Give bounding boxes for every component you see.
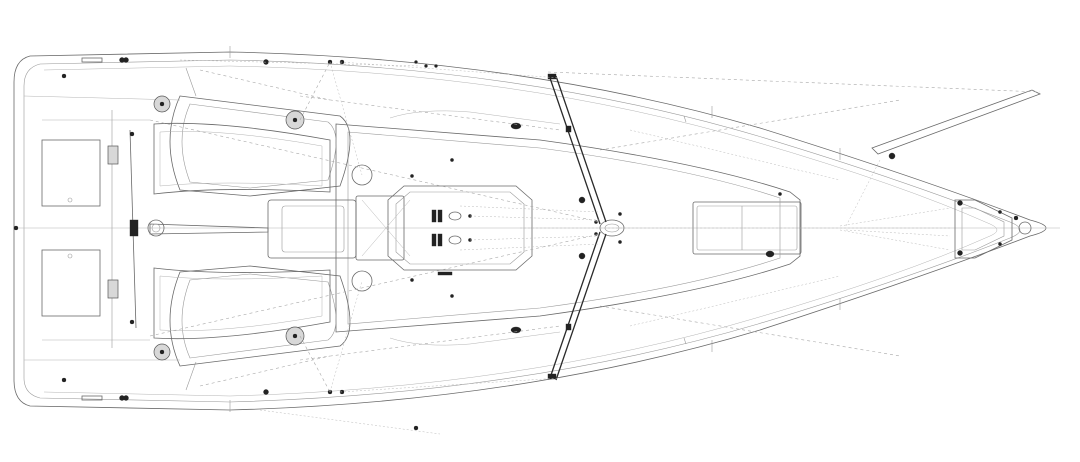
hatch-icon	[41, 139, 101, 207]
traveller	[107, 110, 139, 348]
bow-padeye-icon	[957, 200, 963, 206]
winches	[153, 95, 373, 361]
foredeck-hatch	[692, 201, 802, 258]
stern-hatches	[41, 119, 150, 341]
hull-outline	[13, 51, 1060, 411]
spinnaker-pole-icon	[888, 152, 896, 160]
cockpit	[23, 95, 357, 367]
hatch-icon	[41, 249, 101, 317]
bow-padeye-icon	[957, 250, 963, 256]
traveller-icon	[129, 219, 139, 237]
tiller-icon	[149, 223, 269, 235]
deck-fittings	[13, 46, 841, 431]
tiller	[147, 219, 269, 237]
companionway	[355, 185, 533, 276]
forestay-fitting-icon	[1013, 215, 1019, 221]
spinnaker-pole	[547, 71, 1042, 160]
control-lines	[149, 59, 951, 435]
shrouds	[510, 73, 607, 381]
bow-fitting	[954, 199, 1032, 259]
coachroof	[335, 110, 801, 346]
clutch-bank-icon	[431, 209, 443, 247]
